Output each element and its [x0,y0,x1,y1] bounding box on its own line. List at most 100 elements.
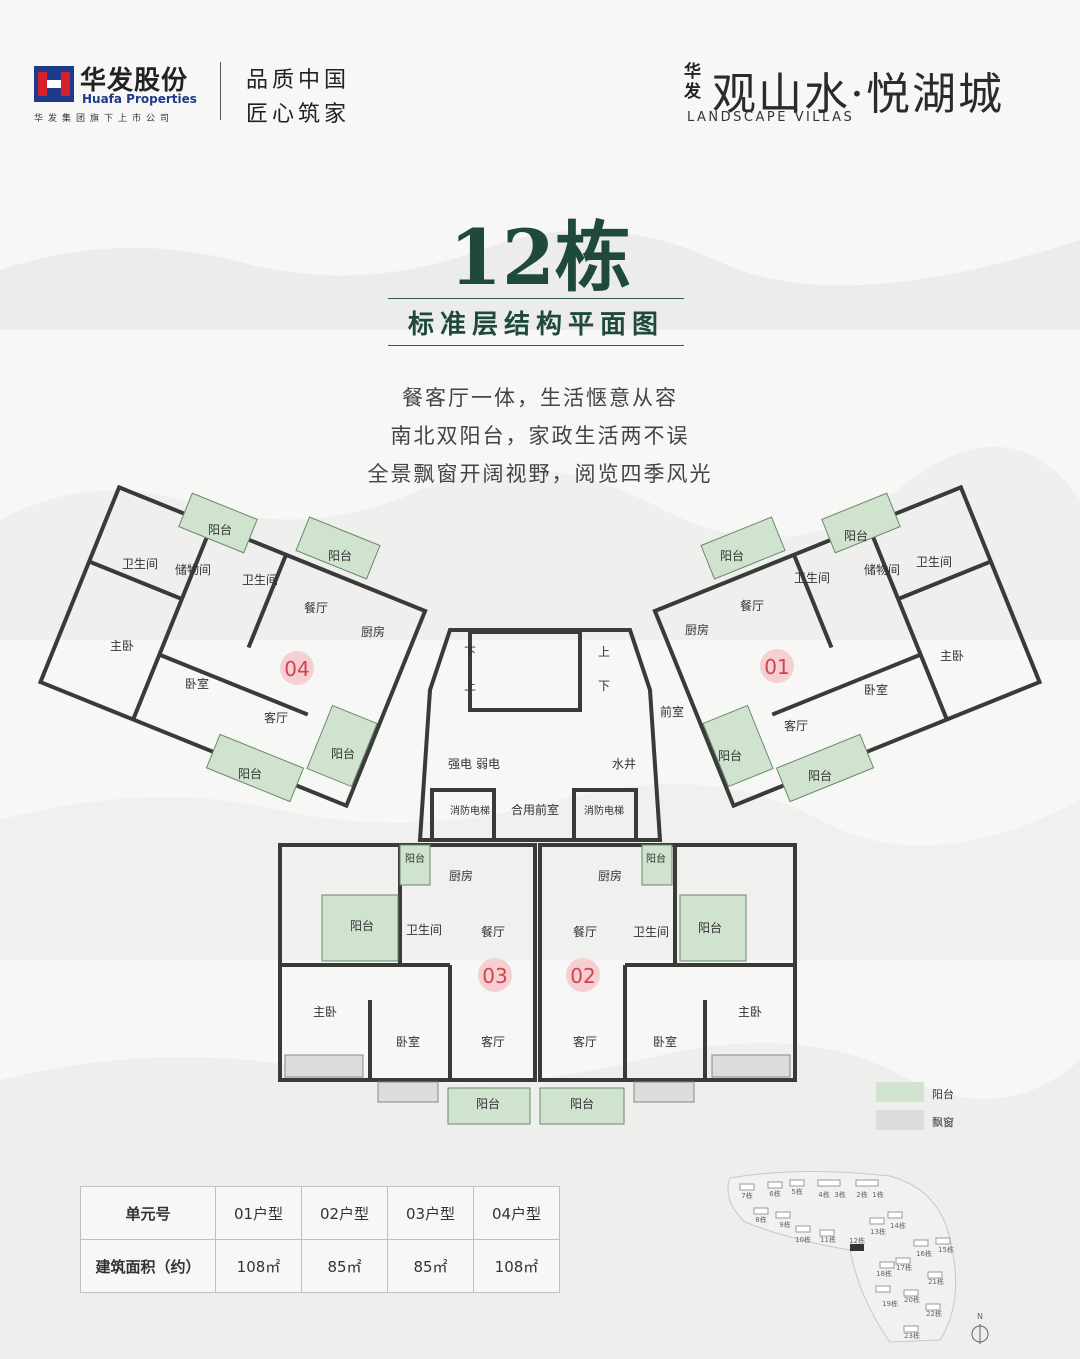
label-stair-up-l: 上 [464,679,476,693]
table-cell-unit: 01户型 [215,1186,302,1240]
table-row: 单元号 01户型 02户型 03户型 04户型 [80,1186,560,1240]
legend-label-bay-window: 飘窗 [932,1116,954,1129]
label-04-balcony-n2: 阳台 [328,548,352,563]
label-01-kitchen: 厨房 [685,622,709,637]
legend-label-balcony: 阳台 [932,1088,954,1101]
site-label-11: 11栋 [820,1235,836,1244]
feature-line-3: 全景飘窗开阔视野，阅览四季风光 [367,462,713,486]
label-stair-up-r: 上 [598,645,610,659]
project-name-en: LANDSCAPE VILLAS [687,110,855,125]
site-label-8: 8栋 [755,1215,766,1224]
north-arrow-icon [971,1324,989,1344]
label-04-balcony-n1: 阳台 [208,522,232,537]
label-shared-foyer: 合用前室 [511,802,559,817]
label-04-bath-2: 卫生间 [242,573,278,587]
label-03-living: 客厅 [481,1034,505,1049]
label-01-bath-2: 卫生间 [916,555,952,569]
label-01-dining: 餐厅 [740,598,764,613]
site-label-19: 19栋 [882,1299,898,1308]
label-01-storage: 储物间 [864,562,900,577]
label-02-master: 主卧 [738,1005,762,1019]
label-02-balcony-s: 阳台 [570,1096,594,1111]
label-02-bath: 卫生间 [633,925,669,939]
site-label-15: 15栋 [938,1245,954,1254]
site-label-5: 5栋 [791,1187,802,1196]
site-label-9: 9栋 [779,1220,790,1229]
table-cell-area: 85㎡ [301,1239,388,1293]
label-weak-elec: 弱电 [476,757,500,771]
label-03-balcony-n: 阳台 [405,852,425,865]
site-label-10: 10栋 [795,1235,811,1244]
page-subtitle: 标准层结构平面图 [407,310,664,340]
brand-subtitle: 华发集团旗下上市公司 [34,114,175,124]
table-cell-unit: 04户型 [473,1186,560,1240]
label-04-balcony-s2: 阳台 [331,746,355,761]
floor-plan: 阳台 阳台 卫生间 储物间 卫生间 餐厅 厨房 主卧 卧室 客厅 阳台 阳台 阳… [37,484,1043,1125]
site-label-20: 20栋 [904,1295,920,1304]
table-cell-unit: 02户型 [301,1186,388,1240]
label-01-balcony-s1: 阳台 [718,748,742,763]
label-04-master: 主卧 [110,639,134,653]
label-03-balcony-s: 阳台 [476,1096,500,1111]
label-01-master: 主卧 [940,649,964,663]
feature-line-2: 南北双阳台，家政生活两不误 [390,424,690,448]
unit-badge-02: 02 [570,964,595,988]
site-label-2: 2栋 [856,1190,867,1199]
table-cell-area: 108㎡ [473,1239,560,1293]
huafa-logo-icon [34,66,74,102]
table-cell-area: 108㎡ [215,1239,302,1293]
brand-name-cn: 华发股份 [80,66,189,96]
legend-swatch-bay-window [876,1110,924,1130]
label-02-bedroom: 卧室 [653,1034,677,1049]
label-02-dining: 餐厅 [573,924,597,939]
label-fire-elevator-r: 消防电梯 [584,804,624,817]
page-title: 12栋 [449,213,631,302]
label-02-balcony-e: 阳台 [698,920,722,935]
table-header-area: 建筑面积（约） [80,1239,216,1293]
table-row: 建筑面积（约） 108㎡ 85㎡ 85㎡ 108㎡ [80,1239,560,1293]
label-01-balcony-s2: 阳台 [808,768,832,783]
brand-name-en: Huafa Properties [82,92,197,106]
slogan-line-2: 匠心筑家 [246,102,351,127]
site-label-17: 17栋 [896,1263,912,1272]
label-strong-elec: 强电 [448,757,472,771]
label-04-storage: 储物间 [175,562,211,577]
site-map: 7栋 6栋 5栋 4栋 3栋 2栋 1栋 8栋 9栋 10栋 11栋 12栋 1… [727,1170,989,1344]
label-02-living: 客厅 [573,1034,597,1049]
label-03-dining: 餐厅 [481,924,505,939]
label-03-bath: 卫生间 [406,923,442,937]
label-01-balcony-n2: 阳台 [844,528,868,543]
header-divider [220,62,221,120]
site-label-21: 21栋 [928,1277,944,1286]
label-04-living: 客厅 [264,710,288,725]
label-03-bedroom: 卧室 [396,1034,420,1049]
label-03-balcony-w: 阳台 [350,918,374,933]
project-name: 观山水·悦湖城 [712,69,1004,120]
site-label-16: 16栋 [916,1249,932,1258]
site-label-22: 22栋 [926,1309,942,1318]
site-label-14: 14栋 [890,1221,906,1230]
label-stair-down-l: 下 [464,645,476,659]
label-02-balcony-n: 阳台 [646,852,666,865]
label-01-bath-1: 卫生间 [794,571,830,585]
label-stair-down-r: 下 [598,679,610,693]
site-label-13: 13栋 [870,1227,886,1236]
site-label-4: 4栋 [818,1190,829,1199]
label-01-living: 客厅 [784,718,808,733]
table-cell-unit: 03户型 [387,1186,474,1240]
site-label-23: 23栋 [904,1331,920,1340]
unit-badge-03: 03 [482,964,507,988]
site-label-1: 1栋 [872,1190,883,1199]
north-label: N [977,1312,983,1321]
unit-area-table: 单元号 01户型 02户型 03户型 04户型 建筑面积（约） 108㎡ 85㎡… [80,1186,560,1293]
legend-swatch-balcony [876,1082,924,1102]
subtitle-frame [388,298,684,346]
site-label-6: 6栋 [769,1189,780,1198]
label-04-bath-1: 卫生间 [122,557,158,571]
project-prefix: 华发 [684,62,701,102]
label-01-foyer: 前室 [660,704,684,719]
label-fire-elevator-l: 消防电梯 [450,804,490,817]
site-label-12: 12栋 [849,1236,865,1245]
label-04-balcony-s1: 阳台 [238,766,262,781]
site-label-3: 3栋 [834,1190,845,1199]
